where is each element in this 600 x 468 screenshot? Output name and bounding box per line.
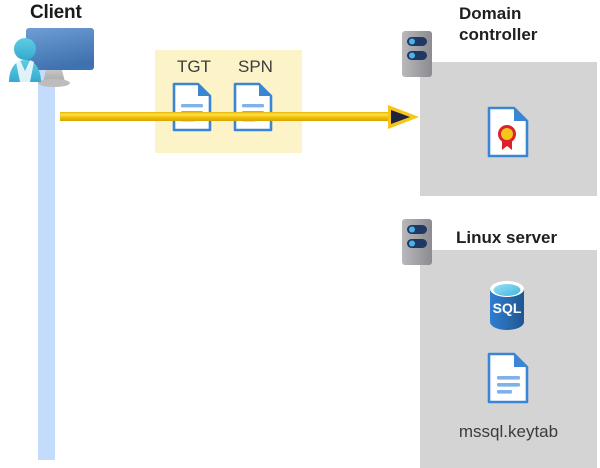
- server-rack-icon: [401, 30, 437, 85]
- sql-database-icon: SQL: [483, 280, 531, 332]
- spn-label: SPN: [238, 57, 273, 76]
- user-with-monitor-icon: [6, 26, 98, 96]
- linux-server-label: Linux server: [456, 228, 558, 247]
- domain-controller-label-line1: Domain: [459, 4, 522, 23]
- sql-badge-text: SQL: [493, 300, 522, 316]
- client-label: Client: [30, 2, 82, 23]
- certificate-document-icon: [487, 106, 529, 158]
- domain-controller-label-line2: controller: [459, 24, 538, 44]
- client-lifeline: [38, 66, 55, 460]
- tgt-label: TGT: [177, 57, 211, 76]
- keytab-filename-label: mssql.keytab: [458, 422, 559, 441]
- domain-controller-label: Domain controller: [459, 4, 599, 45]
- token-band: TGT SPN: [155, 50, 302, 153]
- server-rack-icon: [401, 218, 437, 273]
- keytab-document-icon: [487, 352, 529, 404]
- flow-arrow-client-to-dc: [60, 104, 420, 130]
